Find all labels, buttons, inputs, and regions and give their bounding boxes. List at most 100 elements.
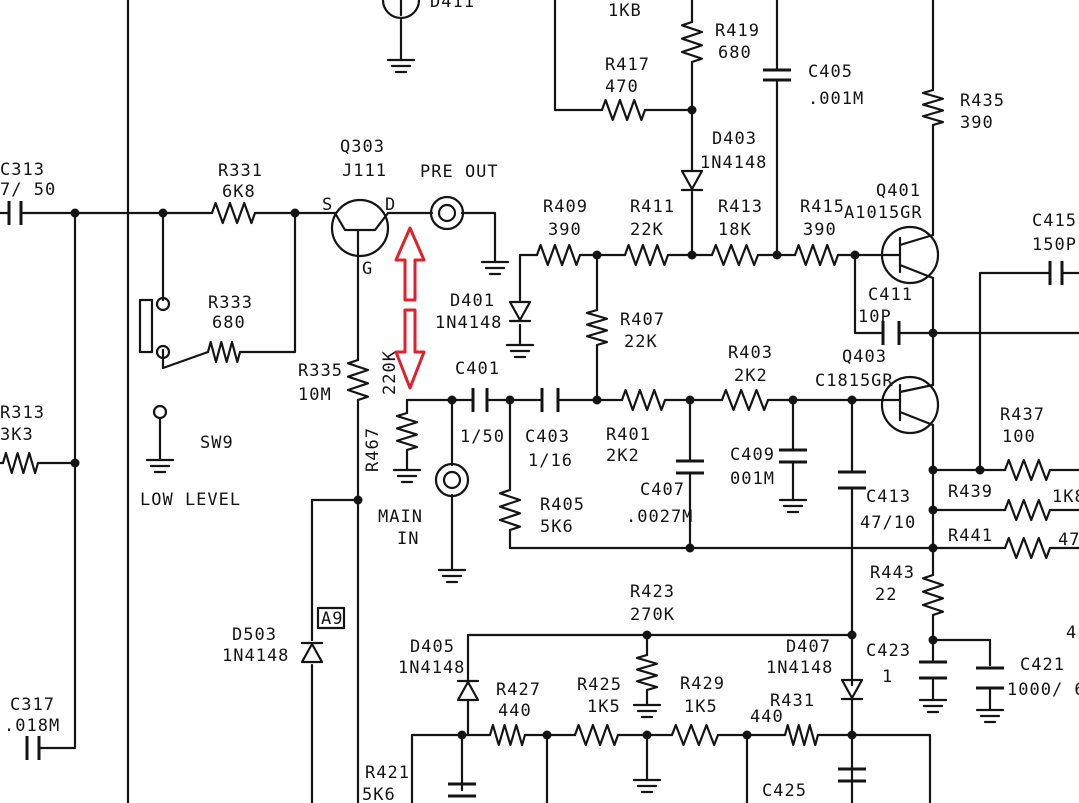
ground-symbol-10 bbox=[386, 58, 416, 74]
capacitor-c405 bbox=[763, 68, 791, 82]
label-c405v: .001M bbox=[808, 89, 864, 109]
capacitor-c411 bbox=[881, 321, 901, 345]
diode-d403 bbox=[680, 169, 704, 192]
label-d405: D405 bbox=[410, 637, 455, 657]
junction-dot-17 bbox=[975, 465, 985, 475]
resistor-r439 bbox=[1003, 498, 1052, 522]
main-in-jack-inner bbox=[442, 470, 462, 490]
label-r427v: 440 bbox=[498, 701, 532, 721]
label-c407v: .0027M bbox=[626, 507, 693, 527]
label-q303g: G bbox=[362, 259, 373, 279]
resistor-r409 bbox=[535, 243, 582, 267]
label-mainin2: IN bbox=[397, 529, 419, 549]
label-d407: D407 bbox=[786, 637, 831, 657]
label-d405v: 1N4148 bbox=[398, 658, 465, 678]
label-r435: R435 bbox=[960, 91, 1005, 111]
junction-dot-9 bbox=[788, 395, 798, 405]
junction-dot-28 bbox=[742, 730, 752, 740]
label-c313: C313 bbox=[0, 160, 45, 180]
label-d403v: 1N4148 bbox=[700, 153, 767, 173]
main-in-jack bbox=[434, 462, 470, 498]
label-r407: R407 bbox=[620, 310, 665, 330]
label-c409: C409 bbox=[730, 445, 775, 465]
label-c415v: 150P bbox=[1032, 235, 1077, 255]
label-r413: R413 bbox=[718, 197, 763, 217]
label-r429: R429 bbox=[680, 674, 725, 694]
capacitor-c317 bbox=[25, 736, 41, 760]
resistor-r427 bbox=[488, 723, 527, 747]
label-c4x: 4 bbox=[1066, 623, 1077, 643]
label-r401: R401 bbox=[606, 425, 651, 445]
junction-dot-22 bbox=[928, 635, 938, 645]
pre-out-jack bbox=[429, 195, 465, 231]
label-r401v: 2K2 bbox=[606, 446, 640, 466]
label-low: LOW LEVEL bbox=[140, 490, 241, 510]
label-r407v: 22K bbox=[624, 332, 658, 352]
junction-dot-0 bbox=[70, 208, 80, 218]
label-c409v: 001M bbox=[730, 469, 775, 489]
wire-11 bbox=[460, 211, 497, 264]
annotation-arrow-up bbox=[394, 226, 426, 302]
label-c413v: 47/10 bbox=[860, 513, 916, 533]
capacitor-c-partial bbox=[448, 782, 476, 798]
ground-symbol-3 bbox=[437, 568, 467, 584]
capacitor-c413 bbox=[838, 470, 866, 490]
label-r333: R333 bbox=[208, 293, 253, 313]
label-c411v: 10P bbox=[858, 307, 892, 327]
ground-symbol-0 bbox=[480, 260, 510, 276]
label-r417v: 470 bbox=[605, 77, 639, 97]
label-c407: C407 bbox=[640, 480, 685, 500]
transistor-q303 bbox=[330, 198, 390, 258]
junction-dot-23 bbox=[642, 630, 652, 640]
resistor-r435 bbox=[921, 88, 945, 127]
ground-symbol-1 bbox=[505, 343, 535, 359]
label-a9: A9 bbox=[321, 609, 343, 629]
label-r403: R403 bbox=[728, 343, 773, 363]
label-c423v: 1 bbox=[882, 667, 893, 687]
label-r441: R441 bbox=[948, 526, 993, 546]
junction-dot-19 bbox=[928, 505, 938, 515]
label-r419v: 680 bbox=[718, 43, 752, 63]
label-r409: R409 bbox=[543, 197, 588, 217]
label-r413v: 18K bbox=[718, 220, 752, 240]
label-r437: R437 bbox=[1000, 405, 1045, 425]
junction-dot-21 bbox=[685, 543, 695, 553]
diode-d407 bbox=[840, 678, 864, 701]
sw9-terminal bbox=[152, 404, 168, 420]
junction-dot-14 bbox=[772, 250, 782, 260]
junction-dot-3 bbox=[70, 458, 80, 468]
capacitor-c415 bbox=[1048, 261, 1064, 285]
label-r421: R421 bbox=[365, 763, 410, 783]
label-sw9: SW9 bbox=[200, 433, 234, 453]
resistor-r407 bbox=[585, 308, 609, 347]
pre-out-jack-inner bbox=[437, 203, 457, 223]
junction-dot-12 bbox=[687, 250, 697, 260]
label-r421v: 5K6 bbox=[362, 785, 396, 803]
label-q401: Q401 bbox=[876, 181, 921, 201]
ground-symbol-7 bbox=[632, 703, 662, 719]
wire-64 bbox=[931, 638, 992, 667]
wire-5 bbox=[161, 348, 210, 370]
label-c317: C317 bbox=[10, 695, 55, 715]
wire-7 bbox=[38, 211, 77, 750]
wire-26 bbox=[508, 528, 932, 550]
label-c403v: 1/16 bbox=[528, 451, 573, 471]
junction-dot-13 bbox=[687, 105, 697, 115]
resistor-r431 bbox=[783, 723, 820, 747]
label-r425v: 1K5 bbox=[587, 697, 621, 717]
label-preout: PRE OUT bbox=[420, 162, 499, 182]
switch-contact-bottom bbox=[155, 344, 171, 360]
capacitor-c401 bbox=[471, 388, 489, 412]
label-d503: D503 bbox=[232, 625, 277, 645]
annotation-arrow-down bbox=[394, 308, 426, 390]
a9-box bbox=[316, 606, 346, 630]
ground-symbol-6 bbox=[975, 708, 1005, 724]
label-d411: D411 bbox=[430, 0, 475, 12]
label-r335v: 10M bbox=[298, 385, 332, 405]
resistor-r403 bbox=[720, 388, 770, 412]
label-r423v: 270K bbox=[630, 605, 675, 625]
label-c421: C421 bbox=[1020, 655, 1065, 675]
label-c405: C405 bbox=[808, 62, 853, 82]
label-q401v: A1015GR bbox=[844, 203, 923, 223]
junction-dot-11 bbox=[592, 250, 602, 260]
